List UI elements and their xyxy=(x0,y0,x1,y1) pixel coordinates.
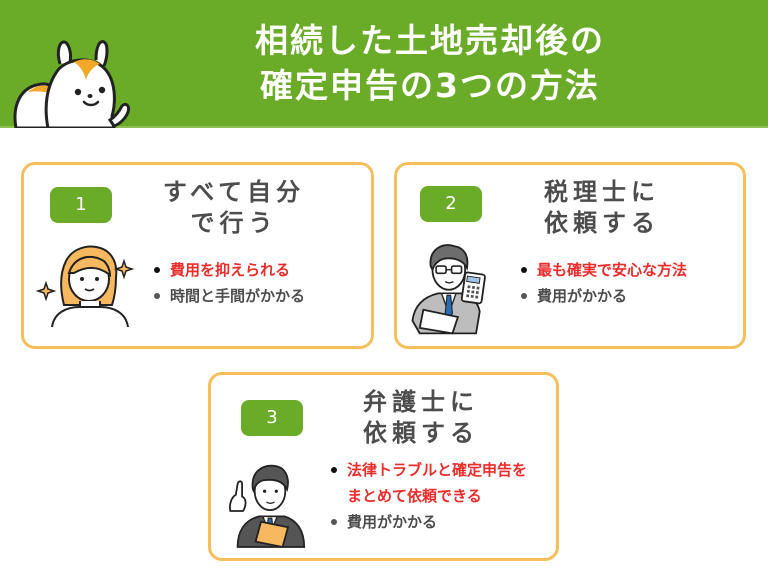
method-title-line-2: 依頼する xyxy=(544,209,660,237)
method-title-line-1: すべて自分 xyxy=(162,178,306,206)
tax-accountant-calculator-icon xyxy=(411,244,486,335)
pro-point: 最も確実で安心な方法 xyxy=(519,257,687,283)
method-title: 税理士に 依頼する xyxy=(532,177,672,239)
method-card-2: 2 税理士に 依頼する 最も確実で安心な方法 費用がかかる xyxy=(394,162,746,349)
header-divider xyxy=(0,126,768,128)
con-point: 費用がかかる xyxy=(519,283,687,309)
pro-point-line-2: まとめて依頼できる xyxy=(347,487,482,505)
con-point: 時間と手間がかかる xyxy=(152,283,305,309)
method-title-line-2: 依頼する xyxy=(363,419,479,447)
con-point: 費用がかかる xyxy=(329,509,527,535)
pro-point: 法律トラブルと確定申告を まとめて依頼できる xyxy=(329,457,527,509)
page-title: 相続した土地売却後の 確定申告の3つの方法 xyxy=(150,18,710,108)
squirrel-mascot-icon xyxy=(13,40,130,128)
title-line-2: 確定申告の3つの方法 xyxy=(260,66,600,105)
method-number-badge: 1 xyxy=(50,187,112,223)
method-points: 法律トラブルと確定申告を まとめて依頼できる 費用がかかる xyxy=(329,457,527,535)
method-card-3: 3 弁護士に 依頼する 法律トラブルと確定申告を まとめて依頼できる 費用がかか… xyxy=(208,372,559,561)
method-title-line-1: 弁護士に xyxy=(363,388,479,416)
method-card-1: 1 すべて自分 で行う 費用を抑えられる 時間と手間がかかる xyxy=(21,162,374,349)
method-points: 最も確実で安心な方法 費用がかかる xyxy=(519,257,687,309)
lawyer-pointing-icon xyxy=(229,464,306,549)
title-line-1: 相続した土地売却後の xyxy=(255,21,605,60)
method-title: 弁護士に 依頼する xyxy=(351,387,491,449)
method-title-line-1: 税理士に xyxy=(544,178,660,206)
method-number-badge: 3 xyxy=(241,400,303,436)
woman-sparkle-icon xyxy=(35,245,135,327)
pro-point-line-1: 法律トラブルと確定申告を xyxy=(347,461,528,479)
method-number-badge: 2 xyxy=(420,186,482,222)
method-points: 費用を抑えられる 時間と手間がかかる xyxy=(152,257,305,309)
method-title: すべて自分 で行う xyxy=(154,177,314,239)
method-title-line-2: で行う xyxy=(190,209,278,237)
pro-point: 費用を抑えられる xyxy=(152,257,305,283)
